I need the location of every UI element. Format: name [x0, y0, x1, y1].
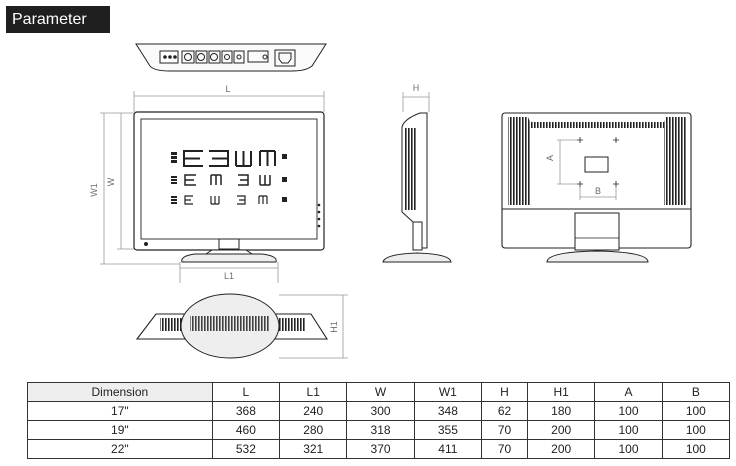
dim-label-L1: L1: [224, 271, 234, 281]
table-cell: 532: [211, 439, 281, 459]
table-cell: 19": [27, 420, 213, 440]
table-cell: 100: [594, 439, 663, 459]
table-row: 17" 368 240 300 348 62 180 100 100: [27, 401, 731, 421]
table-cell: 180: [526, 401, 596, 421]
table-cell: 17": [27, 401, 213, 421]
table-cell: 280: [279, 420, 348, 440]
table-cell: 22": [27, 439, 213, 459]
table-cell: 348: [413, 401, 483, 421]
table-cell: 240: [279, 401, 348, 421]
column-header: L: [211, 382, 281, 402]
table-header-row: Dimension L L1 W W1 H H1 A B: [27, 382, 731, 402]
column-header: W: [346, 382, 415, 402]
front-view: L W1 W L1: [89, 84, 325, 283]
table-cell: 100: [661, 420, 731, 440]
table-cell: 300: [346, 401, 415, 421]
column-header: L1: [279, 382, 348, 402]
top-view: [135, 43, 327, 72]
table-row: 22" 532 321 370 411 70 200 100 100: [27, 439, 731, 459]
dim-label-H1: H1: [329, 321, 339, 333]
column-header: Dimension: [27, 382, 213, 402]
table-cell: 70: [481, 420, 528, 440]
table-cell: 70: [481, 439, 528, 459]
dim-label-W: W: [106, 177, 116, 186]
dim-label-H: H: [413, 83, 420, 93]
bottom-view: H1: [135, 293, 348, 359]
table-cell: 355: [413, 420, 483, 440]
back-view: A B: [501, 112, 692, 263]
table-cell: 100: [594, 420, 663, 440]
dim-label-B: B: [595, 186, 601, 196]
column-header: A: [594, 382, 663, 402]
column-header: W1: [413, 382, 483, 402]
dim-label-A: A: [545, 155, 555, 161]
dim-label-W1: W1: [89, 183, 99, 197]
table-cell: 321: [279, 439, 348, 459]
column-header: B: [661, 382, 731, 402]
section-title: Parameter: [6, 6, 110, 33]
table-cell: 411: [413, 439, 483, 459]
table-cell: 62: [481, 401, 528, 421]
dimension-table: Dimension L L1 W W1 H H1 A B 17" 368 240…: [27, 382, 731, 459]
column-header: H: [481, 382, 528, 402]
table-cell: 200: [526, 420, 596, 440]
table-row: 19" 460 280 318 355 70 200 100 100: [27, 420, 731, 440]
table-cell: 100: [594, 401, 663, 421]
dim-label-L: L: [225, 84, 230, 94]
table-cell: 100: [661, 439, 731, 459]
table-cell: 200: [526, 439, 596, 459]
table-cell: 100: [661, 401, 731, 421]
table-cell: 370: [346, 439, 415, 459]
table-cell: 460: [211, 420, 281, 440]
monitor-drawings: L W1 W L1: [89, 43, 692, 359]
side-view: H: [382, 83, 452, 263]
table-cell: 368: [211, 401, 281, 421]
column-header: H1: [526, 382, 596, 402]
table-cell: 318: [346, 420, 415, 440]
